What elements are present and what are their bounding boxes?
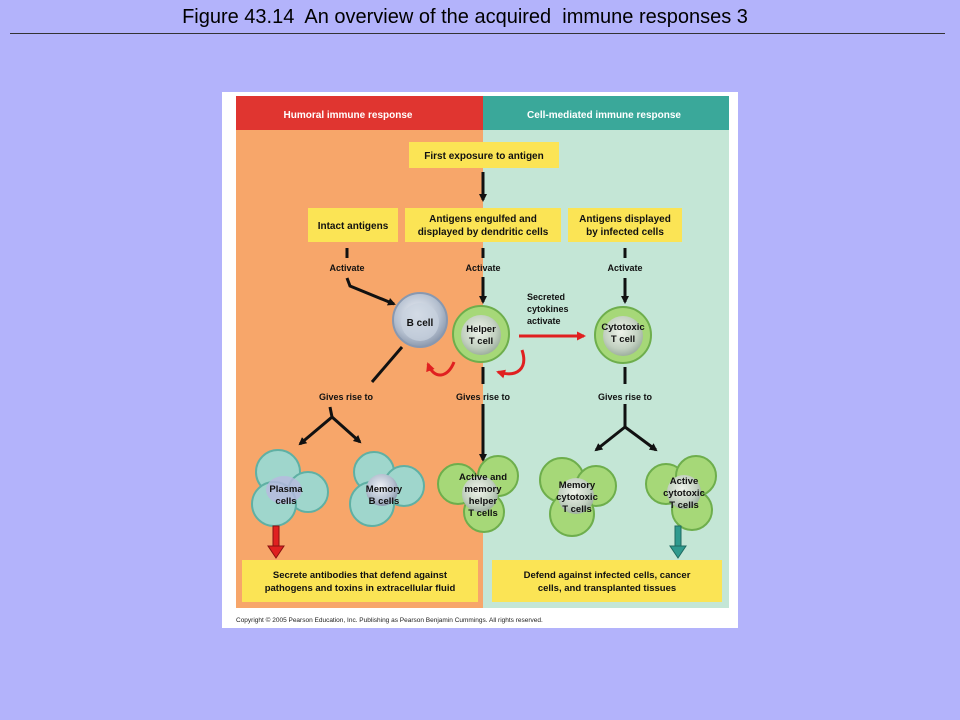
secrete-line-1: Secrete antibodies that defend against [273,570,448,581]
arrow-bcell-down [370,346,404,383]
amh-line-4: T cells [468,508,498,519]
plasma-cells: Plasma cells [251,449,329,527]
act-line-3: T cells [669,500,699,511]
title-divider [10,33,945,34]
feedback-arrows [426,331,586,379]
intact-antigens-box [308,208,398,242]
flow-arrows [298,172,658,462]
arrow-to-memory-b [331,415,362,444]
amh-line-3: helper [469,496,498,507]
slide-title: Figure 43.14 An overview of the acquired… [182,6,748,28]
memory-b-line-1: Memory [366,484,403,495]
helper-t-cell: Helper T cell [452,305,510,363]
mct-line-3: T cells [562,504,592,515]
arrow-to-active-cytotoxic [624,425,658,452]
cytotoxic-line-2: T cell [611,334,635,345]
secrete-line-2: pathogens and toxins in extracellular fl… [265,583,456,594]
cytotoxic-outcome-arrow-shaft [674,525,682,549]
secreted-line-1: Secreted [527,292,565,302]
defend-line-1: Defend against infected cells, cancer [524,570,691,581]
copyright-notice: Copyright © 2005 Pearson Education, Inc.… [236,616,543,624]
humoral-header: Humoral immune response [284,110,413,121]
cytotoxic-t-cell: Cytotoxic T cell [594,306,652,364]
active-memory-helper-t-cells: Active and memory helper T cells [437,455,519,533]
defend-line-2: cells, and transplanted tissues [538,583,676,594]
humoral-header-band [236,96,483,130]
cell-mediated-outcome-box [492,560,722,602]
activate-center-label: Activate [465,263,500,273]
arrow-feedback-bcell [426,361,456,377]
humoral-outcome-box [242,560,478,602]
arrow-feedback-helper [496,349,526,379]
amh-line-1: Active and [459,472,507,483]
plasma-outcome-arrow-shaft [272,525,280,549]
activate-left-label: Activate [329,263,364,273]
amh-line-2: memory [465,484,503,495]
cytotoxic-outcome-arrow-head [669,545,687,559]
infected-antigens-box [568,208,682,242]
cytotoxic-line-1: Cytotoxic [601,322,644,333]
gives-rise-center-label: Gives rise to [456,392,511,402]
helper-line-1: Helper [466,324,496,335]
engulfed-line-2: displayed by dendritic cells [418,227,549,238]
infected-line-2: by infected cells [586,227,664,238]
memory-cytotoxic-t-cells: Memory cytotoxic T cells [539,457,617,537]
cell-mediated-header: Cell-mediated immune response [527,110,681,121]
first-exposure-label: First exposure to antigen [424,151,543,162]
gives-rise-right-label: Gives rise to [598,392,653,402]
helper-line-2: T cell [469,336,493,347]
intact-antigens-label: Intact antigens [318,221,389,232]
activate-right-label: Activate [607,263,642,273]
act-line-1: Active [670,476,699,487]
plasma-line-1: Plasma [269,484,303,495]
act-line-2: cytotoxic [663,488,705,499]
b-cell: B cell [392,292,448,348]
immune-diagram: Humoral immune response Cell-mediated im… [236,96,729,624]
mct-line-1: Memory [559,480,596,491]
infected-line-1: Antigens displayed [579,214,671,225]
arrow-left-to-bcell [345,277,396,306]
cell-mediated-header-band [483,96,729,130]
secreted-line-2: cytokines [527,304,569,314]
first-exposure-box [409,142,559,168]
active-cytotoxic-t-cells: Active cytotoxic T cells [645,455,717,531]
mct-line-2: cytotoxic [556,492,598,503]
secreted-line-3: activate [527,316,561,326]
outcome-arrows [267,525,687,559]
arrow-to-memory-cytotoxic [594,425,626,452]
plasma-outcome-arrow-head [267,545,285,559]
engulfed-line-1: Antigens engulfed and [429,214,537,225]
gives-rise-left-label: Gives rise to [319,392,374,402]
b-cell-label: B cell [407,318,434,329]
plasma-line-2: cells [275,496,296,507]
engulfed-antigens-box [405,208,561,242]
memory-b-cells: Memory B cells [349,451,425,527]
memory-b-line-2: B cells [369,496,400,507]
immune-response-figure: Humoral immune response Cell-mediated im… [222,92,738,628]
